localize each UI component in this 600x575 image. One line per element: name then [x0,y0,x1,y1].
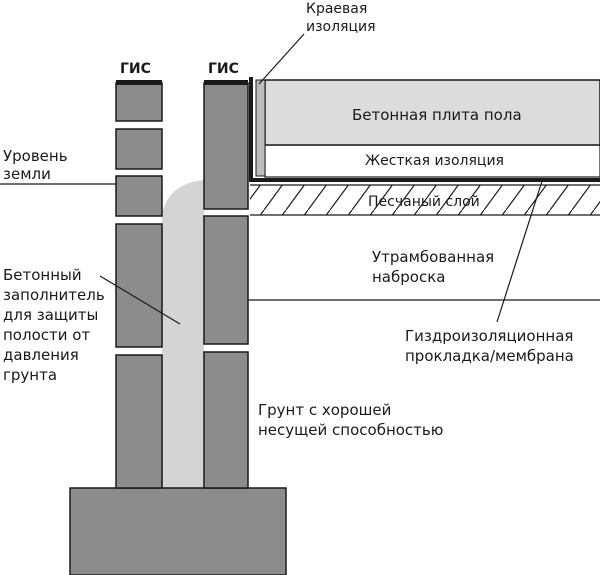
footing [69,487,287,575]
label-filler: давления [3,346,79,364]
right-block [203,82,249,210]
leader-membrane [496,177,544,323]
label-filler: для защиты [3,306,98,324]
label-edge-insulation: Краевая [306,1,367,17]
right-wall [203,80,249,489]
left-dpc-cap [116,80,162,85]
label-gis-left: ГИС [120,61,151,77]
right-block [203,351,249,489]
left-block [115,82,163,122]
label-sand: Песчаный слой [368,194,480,210]
left-block [115,223,163,348]
leader-filler [99,275,181,325]
label-slab: Бетонная плита пола [352,106,522,124]
label-filler: грунта [3,366,57,384]
label-compacted-fill: наброска [372,268,445,286]
label-soil: несущей способностью [258,421,443,439]
label-membrane: прокладка/мембрана [405,347,574,365]
right-block [203,215,249,345]
label-filler: Бетонный [3,266,82,284]
label-soil: Грунт с хорошей [258,401,391,419]
floor-slab [264,79,600,146]
left-block [115,175,163,217]
left-wall [115,80,163,489]
label-membrane: Гиздроизоляционная [405,327,573,345]
edge-insulation [255,79,266,177]
left-block [115,354,163,489]
waterproof-membrane [249,77,600,182]
left-block [115,128,163,170]
label-ground-level: земли [3,165,51,183]
label-compacted-fill: Утрамбованная [372,248,494,266]
label-edge-insulation: изоляция [306,19,376,35]
label-ground-level: Уровень [3,147,68,165]
leader-edge-insulation [258,33,305,85]
right-dpc-cap [204,80,248,85]
concrete-filler [162,180,204,488]
label-filler: заполнитель [3,286,105,304]
label-filler: полости от [3,326,90,344]
label-rigid-insulation: Жесткая изоляция [365,153,504,169]
sand-layer [250,185,600,215]
rigid-insulation [264,144,600,178]
label-gis-right: ГИС [208,61,239,77]
